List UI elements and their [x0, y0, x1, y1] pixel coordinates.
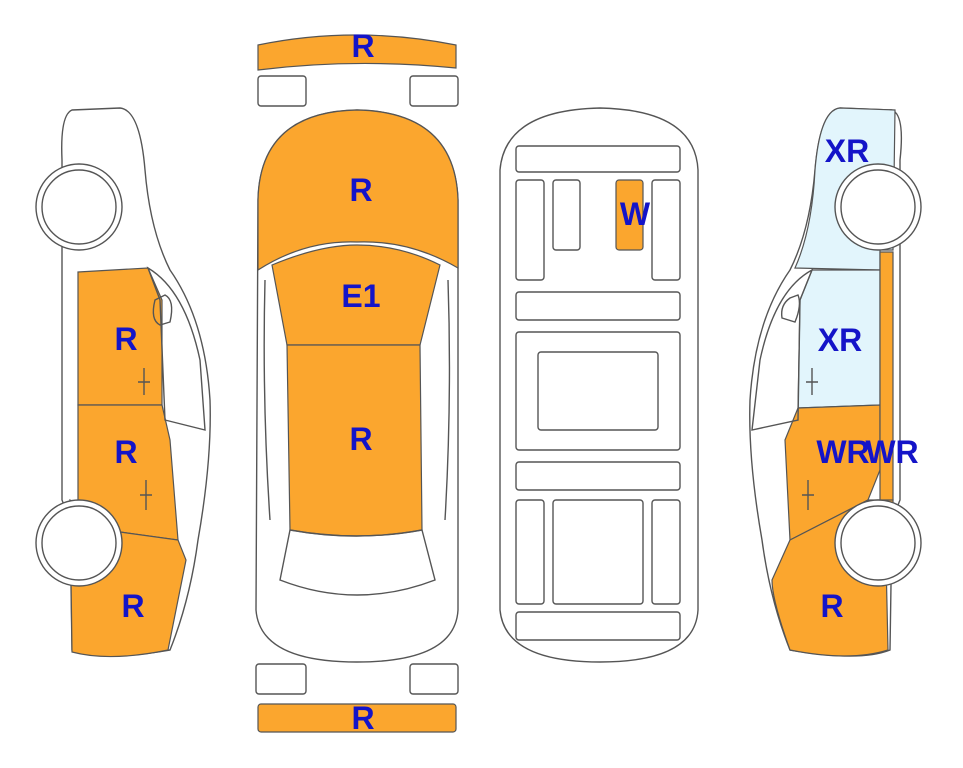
underside-view: [499, 107, 699, 663]
left-rear-hub: [41, 505, 117, 581]
hood-panel[interactable]: [257, 109, 459, 272]
roof-panel[interactable]: [286, 344, 423, 537]
windshield-panel[interactable]: [271, 244, 441, 346]
front-right-light: [409, 75, 459, 107]
top-view: [255, 34, 459, 733]
right-window-line: [751, 268, 814, 431]
right-front-door-panel[interactable]: [797, 269, 881, 409]
right-front-hub: [840, 169, 916, 245]
underside-center-frame: [515, 331, 681, 451]
right-rear-hub: [840, 505, 916, 581]
front-bumper-panel[interactable]: [257, 34, 457, 71]
left-front-hub: [41, 169, 117, 245]
underside-rear-left-box: [515, 499, 545, 605]
right-front-handle: [806, 368, 818, 395]
left-window-line: [146, 266, 206, 431]
left-front-door-panel[interactable]: [77, 267, 163, 406]
right-mirror: [780, 294, 801, 323]
underside-outline: [499, 107, 699, 663]
right-body-outline: [749, 107, 903, 657]
rear-left-light: [255, 663, 307, 695]
underside-rear-bar: [515, 461, 681, 491]
rear-bumper-panel[interactable]: [257, 703, 457, 733]
trunk-lid-panel[interactable]: [615, 179, 644, 251]
underside-mid-bar: [515, 291, 681, 321]
underside-rear-center-box: [552, 499, 644, 605]
right-center-pillar-panel[interactable]: [879, 251, 894, 510]
right-rear-handle: [802, 480, 814, 510]
left-side-view: [35, 107, 211, 658]
rear-window: [279, 529, 436, 596]
left-front-handle: [138, 368, 150, 395]
underside-front-left-box: [515, 179, 545, 281]
underside-center-box: [537, 351, 659, 431]
left-mirror: [152, 294, 173, 326]
left-rear-handle: [140, 480, 152, 510]
front-left-light: [257, 75, 307, 107]
underside-front-left-inner: [552, 179, 581, 251]
underside-front-right-box: [651, 179, 681, 281]
underside-bottom-bar: [515, 611, 681, 641]
right-side-view: [749, 107, 922, 657]
top-left-pillar-line: [263, 279, 451, 521]
underside-front-bar: [515, 145, 681, 173]
rear-right-light: [409, 663, 459, 695]
underside-rear-right-box: [651, 499, 681, 605]
